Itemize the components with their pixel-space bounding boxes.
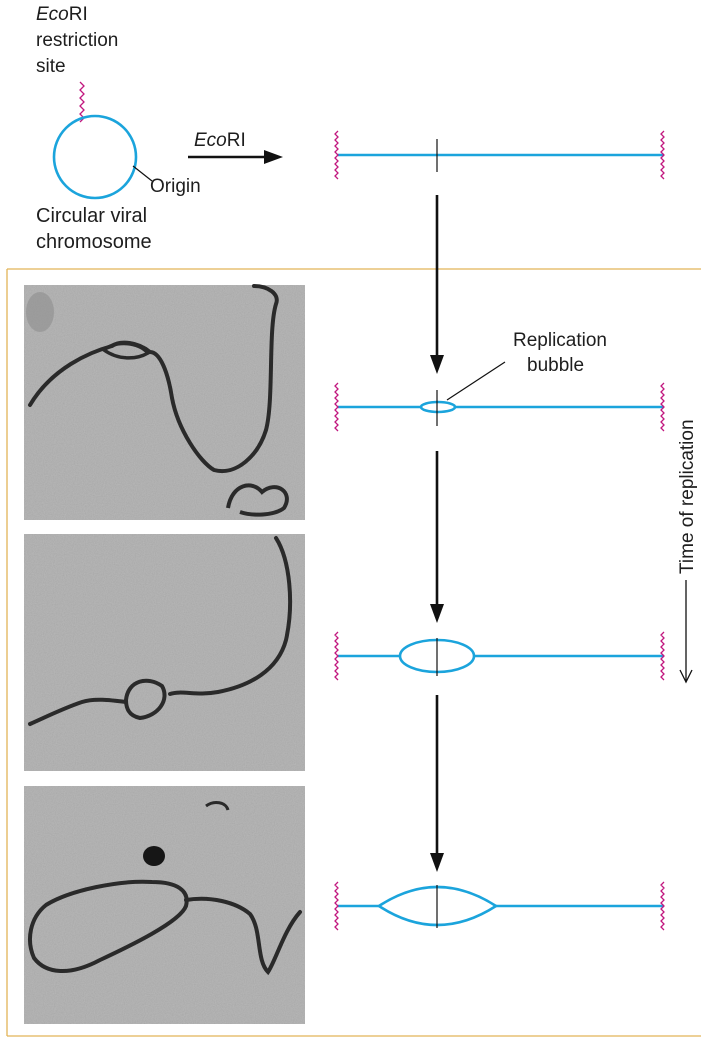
left-cut-end xyxy=(334,130,339,180)
stage-middle xyxy=(334,631,665,681)
circular-viral-chromosome xyxy=(52,114,138,200)
micrograph-2-bubble xyxy=(123,678,167,721)
stage-early-left-end xyxy=(334,382,339,432)
time-axis-arrowhead xyxy=(679,669,693,684)
stage-early-right-end xyxy=(660,382,665,432)
circular-label-line2: chromosome xyxy=(36,231,152,253)
micrograph-3-fragment xyxy=(205,801,230,811)
arrow-1-head xyxy=(430,355,444,374)
stage-late-left-end xyxy=(334,881,339,931)
ecori-enzyme-label: EcoRI xyxy=(194,130,246,151)
micrograph-2-strand-right xyxy=(168,536,293,696)
origin-label: Origin xyxy=(150,176,201,197)
arrow-2-head xyxy=(430,604,444,623)
ecori-digestion-step: EcoRI xyxy=(188,130,283,164)
stage-middle-left-end xyxy=(334,631,339,681)
micrograph-2-background xyxy=(24,534,305,771)
circular-label-line1: Circular viral xyxy=(36,205,147,227)
micrograph-frame xyxy=(6,268,701,1037)
stage-late xyxy=(334,881,665,931)
right-cut-end xyxy=(660,130,665,180)
micrograph-3-bubble xyxy=(28,879,189,974)
linearized-molecule xyxy=(334,130,665,180)
restriction-site-marker xyxy=(79,81,85,123)
micrograph-1-smudge xyxy=(26,292,54,332)
micrograph-1-fragment xyxy=(226,483,289,517)
replication-label: Replication xyxy=(513,330,607,351)
micrograph-1 xyxy=(24,284,305,520)
micrograph-3-background xyxy=(24,786,305,1024)
micrograph-1-bubble xyxy=(101,341,151,360)
time-axis: Time of replication xyxy=(677,419,698,684)
time-axis-label: Time of replication xyxy=(677,419,698,574)
bubble-pointer xyxy=(446,361,506,401)
arrow-3-head xyxy=(430,853,444,872)
stage-early: Replication bubble xyxy=(334,330,665,432)
restriction-label: restriction xyxy=(36,30,118,51)
micrograph-1-background xyxy=(24,285,305,520)
micrograph-2-strand-left xyxy=(28,697,128,726)
stage-late-right-end xyxy=(660,881,665,931)
bubble-label: bubble xyxy=(527,355,584,376)
micrograph-3 xyxy=(24,786,305,1024)
stage-middle-right-end xyxy=(660,631,665,681)
digestion-arrowhead xyxy=(264,150,283,164)
progression-arrows xyxy=(430,195,444,872)
micrograph-2 xyxy=(24,534,305,771)
replication-bubble-small xyxy=(419,400,457,414)
ecori-site-label: EcoRI xyxy=(36,4,88,25)
micrograph-3-strand xyxy=(184,896,302,976)
site-label: site xyxy=(36,56,66,77)
circular-chromosome-group: EcoRI restriction site Origin Circular v… xyxy=(36,4,201,253)
micrograph-3-particle xyxy=(143,846,165,866)
replication-bubble-large xyxy=(376,885,499,927)
origin-pointer xyxy=(132,165,153,182)
